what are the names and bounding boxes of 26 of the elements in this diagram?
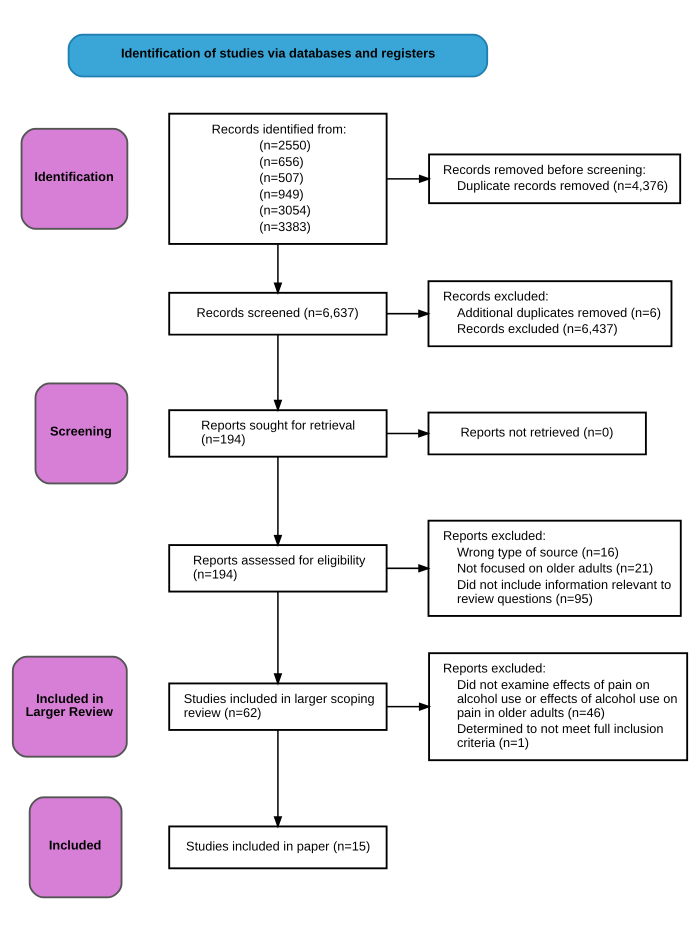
node-box: Reports sought for retrieval (n=194): [168, 409, 388, 458]
arrow: [274, 730, 282, 829]
node-box: Records excluded: Additional duplicates removed (n=6) Records excluded (n=6,437): [428, 280, 672, 348]
node-box: Identification of studies via databases and registers: [68, 34, 488, 78]
node-box: Studies included in larger scoping review (n=62): [168, 682, 388, 731]
arrow: [386, 309, 431, 318]
node-box: Reports excluded: Did not examine effects of pain on alcohol use or effects of alcohol use on pain in older adults (n=46) Determined to not meet full inclusion criteria (n=1): [428, 652, 688, 762]
arrow: [274, 592, 282, 686]
node-box: Identification: [20, 128, 128, 230]
node-box: Records removed before screening: Duplicate records removed (n=4,376): [428, 153, 682, 204]
node-box: Records screened (n=6,637): [168, 292, 388, 336]
node-box: Studies included in paper (n=15): [168, 826, 388, 870]
node-box: Reports not retrieved (n=0): [428, 412, 647, 456]
arrow: [274, 456, 282, 548]
arrow: [386, 429, 430, 438]
node-box: Included: [28, 796, 122, 898]
node-box: Included in Larger Review: [12, 656, 128, 758]
arrow: [387, 174, 432, 184]
node-box: Reports assessed for eligibility (n=194): [168, 544, 388, 592]
node-box: Screening: [34, 382, 128, 484]
arrow: [274, 244, 282, 295]
arrow: [387, 564, 431, 573]
arrow: [274, 334, 282, 412]
node-box: Records identified from: (n=2550) (n=656) (n=507) (n=949) (n=3054) (n=3383): [168, 112, 388, 245]
node-box: Reports excluded: Wrong type of source (n=16) Not focused on older adults (n=21) Did not include information relevant to review questions (n=95): [428, 520, 682, 617]
arrow: [386, 702, 432, 711]
